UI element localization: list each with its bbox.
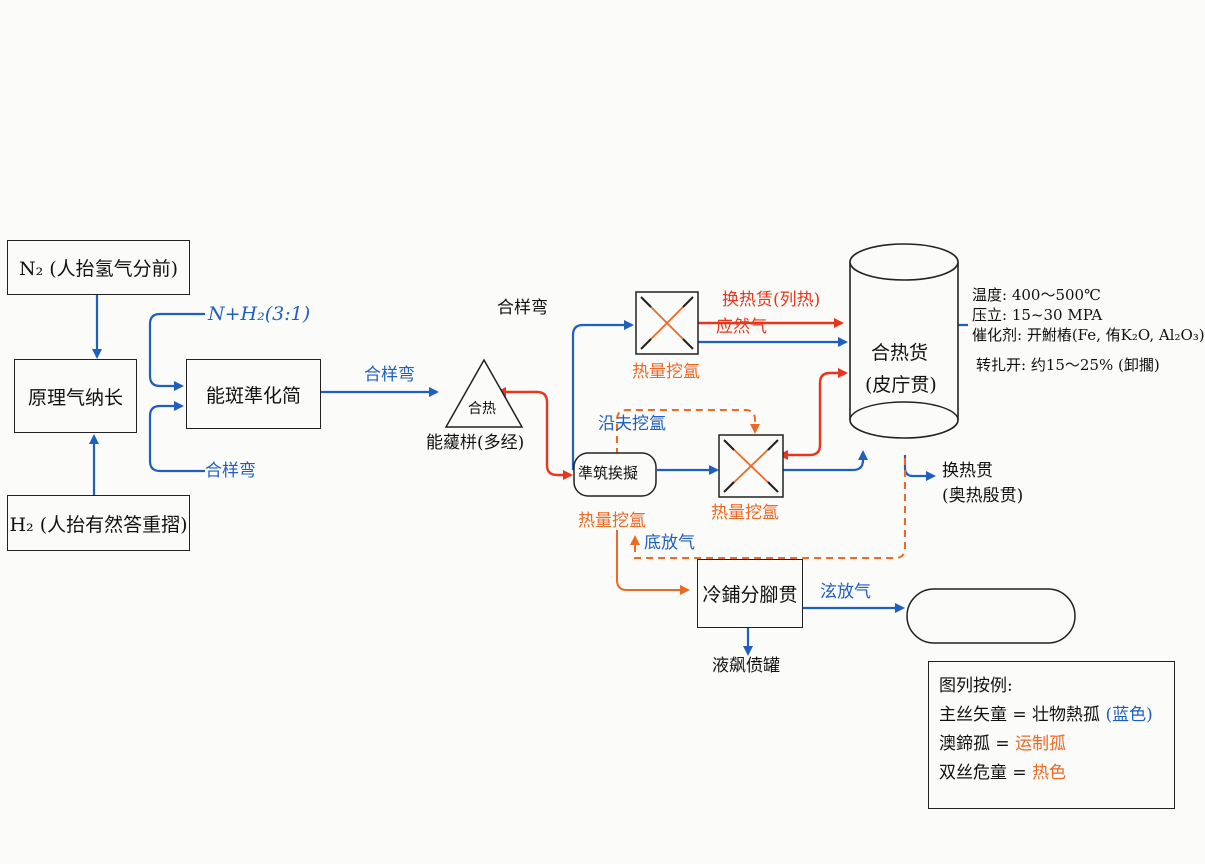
legend-row-main-text: 主丝矢童 = 壮物熱孤 xyxy=(939,705,1101,725)
h2-source-box: H₂ (人抬有然答重摺) xyxy=(7,495,190,551)
heat-exchanger-top xyxy=(635,291,699,355)
reactor-out-label-2: (奥热殷贯) xyxy=(942,486,1024,506)
hx-top-caption: 热量挖氲 xyxy=(632,362,700,382)
condition-catalyst: 催化剂: 开鮒樁(Fe, 侑K₂O, Al₂O₃) xyxy=(972,326,1205,344)
legend-row-main: 主丝矢童 = 壮物熱孤 (蓝色) xyxy=(939,701,1174,730)
orange-flow-lines xyxy=(616,409,906,595)
hx-right-to-reactor-arrow xyxy=(783,450,868,472)
legend-row-heat-text: 双丝危童 = xyxy=(939,763,1033,783)
separator-caption: 热量挖氲 xyxy=(578,511,646,531)
raw-gas-box: 原理气纳长 xyxy=(14,359,137,433)
condition-pressure: 压立: 15~30 MPA xyxy=(972,306,1103,324)
separator-inner-label: 準筑挨擬 xyxy=(578,464,639,482)
separator-to-cooler-arrow xyxy=(616,530,690,595)
bypass-dashed-loop xyxy=(616,409,760,455)
hx-right-caption: 热量挖氲 xyxy=(711,503,779,523)
reactor-cylinder xyxy=(849,243,959,439)
legend-row-control-text: 澳鍗孤 = xyxy=(939,734,1016,754)
legend-box: 图列按例: 主丝矢童 = 壮物熱孤 (蓝色) 澳鍗孤 = 运制孤 双丝危童 = … xyxy=(928,661,1175,809)
compressor-triangle xyxy=(444,358,524,428)
heat-exchanger-right xyxy=(718,434,784,498)
condition-conversion: 转扎开: 约15～25% (卸擱) xyxy=(976,356,1160,374)
compressor-inner-label: 合热 xyxy=(468,401,496,417)
reaction-gas-label: 应然气 xyxy=(716,317,767,337)
reactor-out-label-1: 换热贯 xyxy=(942,461,993,481)
bypass-label: 沿夫挖氲 xyxy=(598,414,666,434)
purifier-box: 能斑準化简 xyxy=(186,359,321,429)
compressor-separator-red-arrow xyxy=(496,387,573,480)
mix-in-bottom-arrow xyxy=(148,401,205,473)
hx-reactor-red-arrow xyxy=(778,368,848,460)
compressor-caption: 能藧栟(多经) xyxy=(426,433,525,453)
bottom-gas-dashed-return xyxy=(630,458,906,559)
mix-ratio-label: N+H₂(3:1) xyxy=(208,303,311,325)
reactor-title: 合热货 xyxy=(871,342,929,364)
cooler-box: 冷鋪分腳贯 xyxy=(697,559,803,628)
liquid-out-label: 液飙偾罐 xyxy=(712,656,780,676)
reactor-subtitle: (皮庁贯) xyxy=(865,374,937,396)
legend-row-heat-color: 热色 xyxy=(1032,763,1067,783)
legend-title: 图列按例: xyxy=(939,676,1013,696)
legend-row-heat: 双丝危童 = 热色 xyxy=(939,759,1174,788)
pipe-gas-label: 合样弯 xyxy=(364,365,415,385)
condition-temperature: 温度: 400～500℃ xyxy=(972,286,1101,304)
bottom-gas-label: 底放气 xyxy=(644,533,695,553)
main-pipe-up-arrow xyxy=(571,320,634,470)
tail-gas-label: 泫放气 xyxy=(820,582,871,602)
legend-row-control: 澳鍗孤 = 运制孤 xyxy=(939,730,1174,759)
top-gas-label: 合样弯 xyxy=(497,298,548,318)
recycle-gas-label: 合样弯 xyxy=(205,461,256,481)
reactor-to-out-arrow xyxy=(903,455,936,481)
legend-row-main-color: (蓝色) xyxy=(1105,705,1153,725)
mix-in-top-arrow xyxy=(148,312,205,391)
n2-source-box: N₂ (人抬氢气分前) xyxy=(7,240,190,295)
storage-tank xyxy=(906,588,1076,644)
heat-out-label: 换热赁(列热) xyxy=(722,290,821,310)
separator-vessel xyxy=(573,452,657,497)
legend-row-control-color: 运制孤 xyxy=(1015,734,1067,754)
